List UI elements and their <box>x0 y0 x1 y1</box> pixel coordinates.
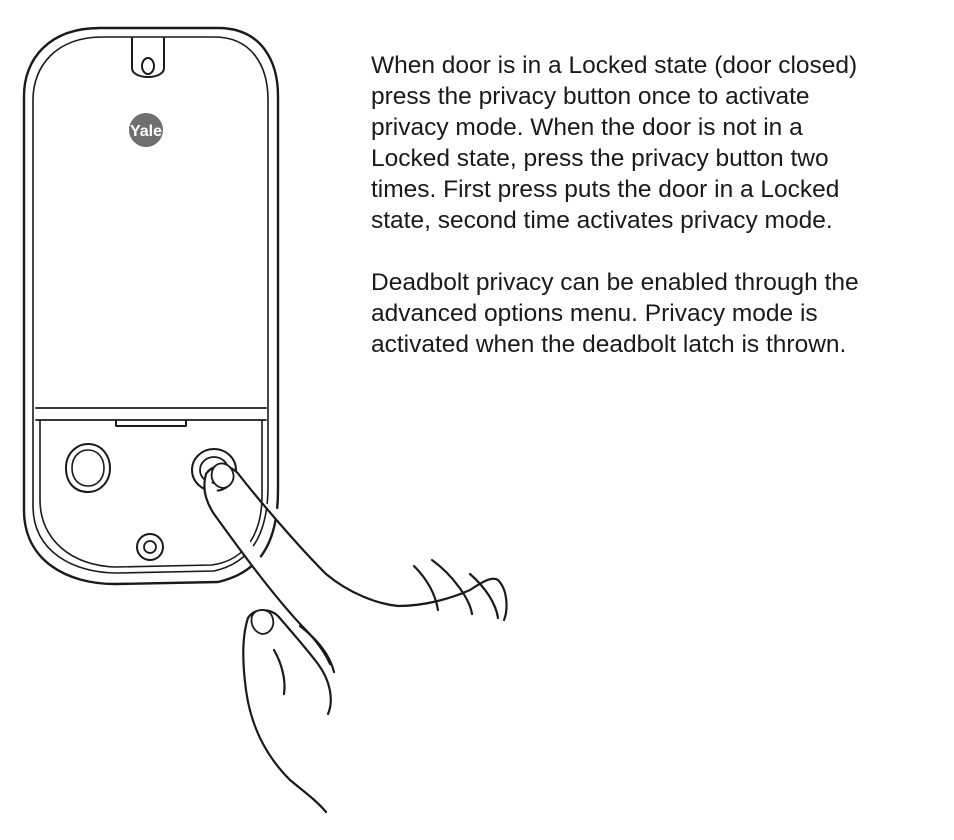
keypad-inner-outline <box>39 419 263 568</box>
lock-inner-rim <box>32 36 269 574</box>
bottom-screw-inner <box>143 540 157 554</box>
top-screw-housing <box>131 37 165 78</box>
deadbolt-privacy-instruction: Deadbolt privacy can be enabled through … <box>371 269 859 358</box>
top-screw-icon <box>141 57 155 75</box>
bottom-screw-outer <box>136 533 164 561</box>
svg-text:Yale: Yale <box>130 123 162 140</box>
instruction-text: When door is in a Locked state (door clo… <box>371 50 951 360</box>
yale-logo: Yale <box>129 113 163 147</box>
left-button-inner <box>71 449 105 487</box>
fingertip-hand-icon <box>203 462 508 814</box>
lock-outer-shell <box>22 26 280 586</box>
latch-slot <box>115 419 187 427</box>
left-button-icon <box>65 443 111 493</box>
privacy-button-instruction: When door is in a Locked state (door clo… <box>371 52 858 234</box>
